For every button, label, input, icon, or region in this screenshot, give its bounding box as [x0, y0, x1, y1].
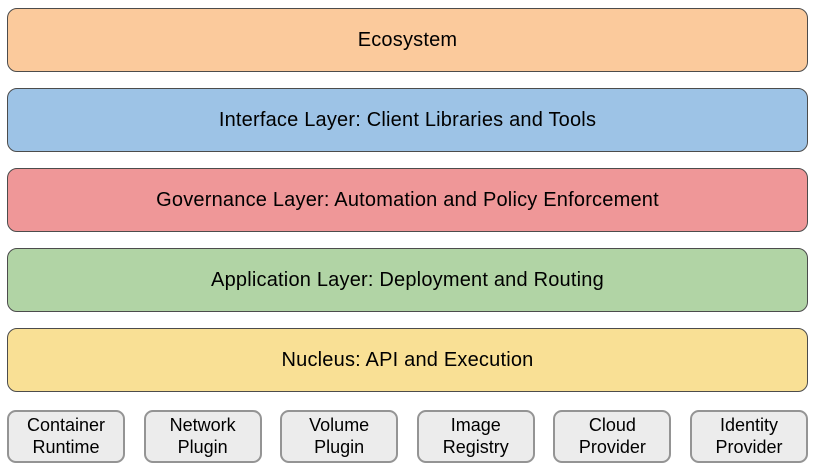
layer-governance-label: Governance Layer: Automation and Policy …	[156, 188, 659, 211]
node-cloud-provider: Cloud Provider	[553, 410, 672, 463]
provider-row: Container Runtime Network Plugin Volume …	[7, 410, 808, 463]
layer-application-label: Application Layer: Deployment and Routin…	[211, 268, 604, 291]
layer-ecosystem-label: Ecosystem	[357, 28, 458, 51]
node-container-runtime: Container Runtime	[7, 410, 125, 463]
layer-nucleus-label: Nucleus: API and Execution	[281, 348, 534, 371]
node-image-registry: Image Registry	[416, 410, 535, 463]
layer-application: Application Layer: Deployment and Routin…	[7, 248, 808, 312]
node-volume-plugin: Volume Plugin	[280, 410, 399, 463]
layer-ecosystem: Ecosystem	[7, 8, 808, 72]
layer-governance: Governance Layer: Automation and Policy …	[7, 168, 808, 232]
layer-nucleus: Nucleus: API and Execution	[7, 328, 808, 392]
layer-interface: Interface Layer: Client Libraries and To…	[7, 88, 808, 152]
layer-stack: Ecosystem Interface Layer: Client Librar…	[7, 8, 808, 408]
node-identity-provider: Identity Provider	[689, 410, 808, 463]
layer-interface-label: Interface Layer: Client Libraries and To…	[218, 108, 597, 131]
node-network-plugin: Network Plugin	[143, 410, 262, 463]
